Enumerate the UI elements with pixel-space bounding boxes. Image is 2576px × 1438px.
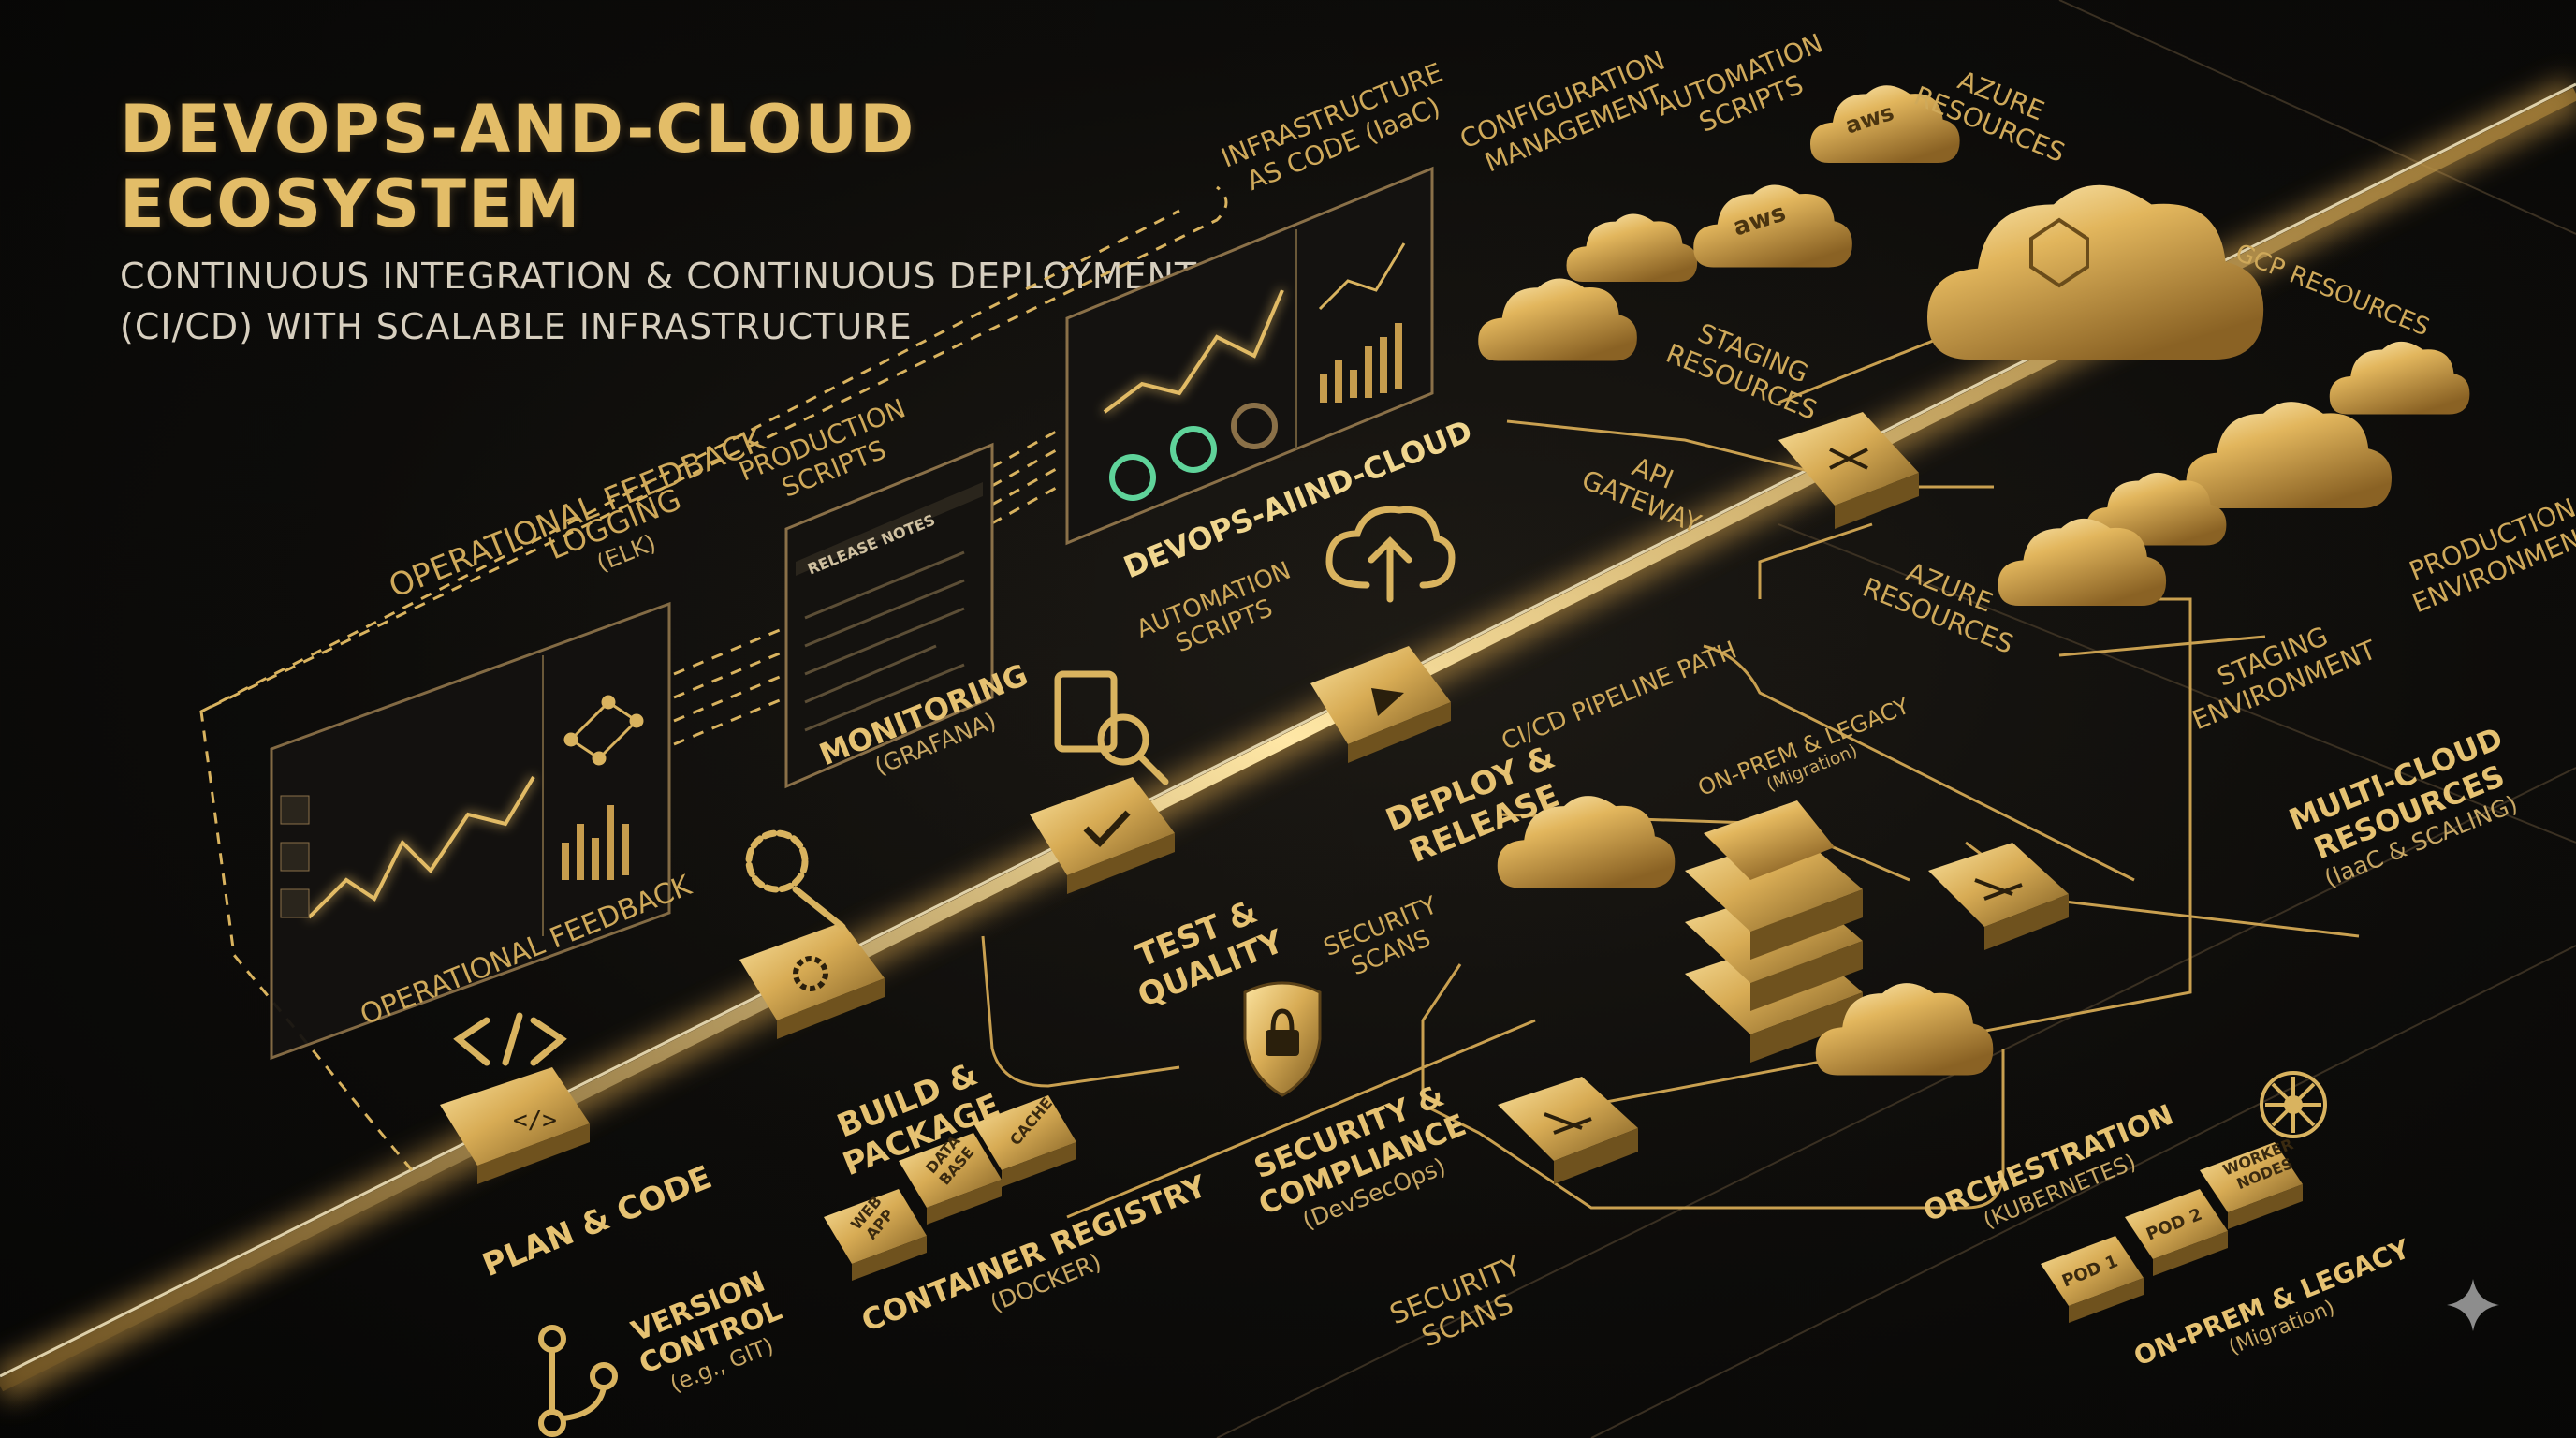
code-brackets-icon: </> <box>513 1107 557 1135</box>
stage-tile-test <box>1030 777 1175 894</box>
background-traces <box>1216 0 2576 1438</box>
monitoring-dashboard-panel <box>1065 166 1434 546</box>
hexagon-network-icon <box>2029 217 2089 288</box>
api-gateway-switch <box>1778 412 1919 529</box>
magnifier-icon <box>1097 713 1149 766</box>
logging-dashboard-panel <box>270 601 671 1061</box>
clipboard-icon <box>1054 670 1118 753</box>
git-branch-icon <box>538 1325 618 1437</box>
checkmark-icon <box>1083 810 1131 848</box>
lower-switch-right <box>1928 843 2069 950</box>
cloud-staging-resources <box>1478 278 1637 361</box>
cloud-upload-icon <box>1325 506 1456 589</box>
gear-hammer-icon <box>745 829 809 893</box>
kubernetes-icon <box>2260 1071 2327 1138</box>
container-chips <box>824 1095 1076 1281</box>
feedback-loop <box>199 185 1228 1171</box>
cloud-automation <box>1566 213 1698 282</box>
title-line-2: ECOSYSTEM <box>120 166 582 242</box>
stage-tile-deploy <box>1310 646 1451 763</box>
lower-switch-left <box>1498 1077 1638 1184</box>
diagram-title: DEVOPS-AND-CLOUD ECOSYSTEM <box>120 92 915 242</box>
diagram-subtitle: CONTINUOUS INTEGRATION & CONTINUOUS DEPL… <box>120 251 1197 352</box>
code-slash <box>502 1012 523 1066</box>
cloud-gcp <box>2329 341 2470 415</box>
stage-tile-build <box>739 922 885 1039</box>
kubernetes-pods <box>2041 1142 2303 1323</box>
subtitle-line-1: CONTINUOUS INTEGRATION & CONTINUOUS DEPL… <box>120 256 1198 297</box>
gear-icon <box>793 956 828 991</box>
sparkle-icon <box>2447 1279 2499 1331</box>
code-icon <box>453 1017 490 1066</box>
server-stack <box>1685 800 1863 1063</box>
shield-lock-icon <box>1243 981 1322 1097</box>
cloud-azure-main <box>1927 184 2264 360</box>
release-notes-panel <box>784 442 994 789</box>
title-line-1: DEVOPS-AND-CLOUD <box>120 91 916 168</box>
subtitle-line-2: (CI/CD) WITH SCALABLE INFRASTRUCTURE <box>120 306 913 347</box>
play-icon <box>1371 688 1404 716</box>
cloud-production <box>2186 402 2392 508</box>
stage-tile-plan: </> <box>440 1067 590 1184</box>
